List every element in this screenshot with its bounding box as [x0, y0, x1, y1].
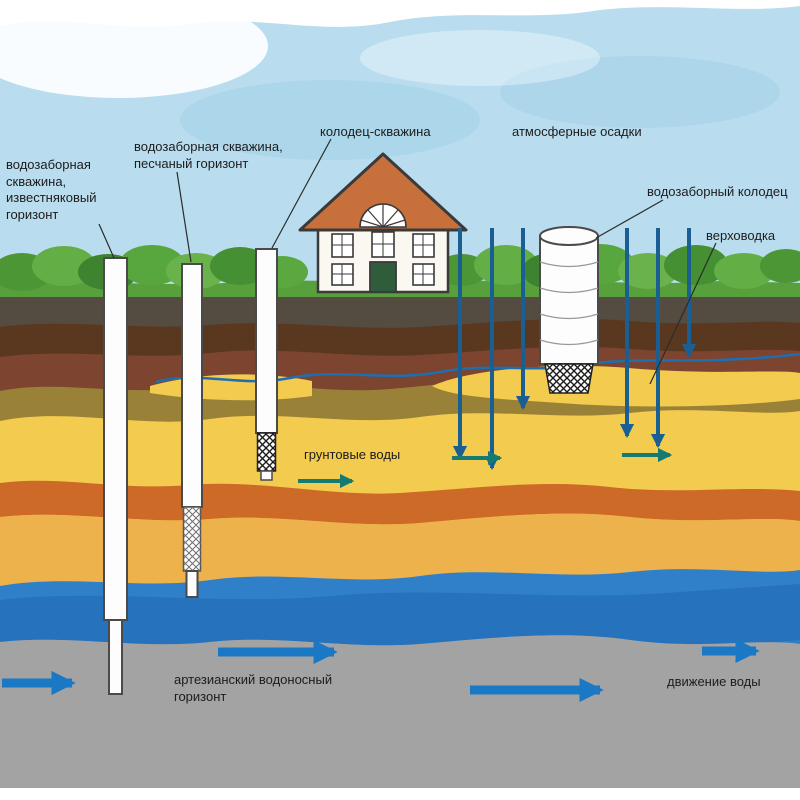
house-door [369, 261, 397, 293]
sky [0, 0, 800, 302]
groundwater-flow-arrows [298, 447, 673, 489]
leader-dug-well [595, 199, 664, 239]
sky-white-patch [0, 0, 268, 98]
house [298, 152, 468, 294]
wells [103, 226, 599, 695]
well-borehole [255, 248, 278, 481]
well-sand-tip [185, 570, 199, 598]
leader-lines [98, 138, 717, 385]
leader-well-borehole [271, 138, 332, 249]
well-sand-casing [181, 263, 203, 508]
window-crosses [332, 232, 434, 285]
attic-fan-spokes [360, 204, 406, 228]
well-borehole-tip [260, 470, 273, 481]
artesian-water-shade [0, 584, 800, 654]
well-limestone [103, 257, 128, 695]
infiltration-arrows [452, 228, 697, 471]
bottom-margin [0, 788, 800, 800]
well-borehole-casing [255, 248, 278, 434]
leader-perched-water [649, 242, 717, 385]
well-limestone-pipe [108, 619, 123, 695]
dug-well [539, 226, 599, 394]
well-sand-screen-hatch [183, 507, 201, 571]
leader-well-sand [176, 171, 192, 263]
leader-well-limestone [98, 223, 115, 259]
sky-shade-2 [500, 56, 780, 128]
dug-well-rings [539, 261, 599, 346]
dug-well-filter-hatch [545, 364, 593, 393]
well-limestone-casing [103, 257, 128, 621]
sky-light-patch [360, 30, 600, 86]
house-roof [298, 152, 468, 232]
sky-shade-1 [180, 80, 480, 160]
dug-well-rim [539, 226, 599, 246]
well-sand [181, 263, 203, 598]
well-borehole-screen-hatch [257, 433, 276, 471]
artesian-flow-arrows [2, 638, 760, 703]
